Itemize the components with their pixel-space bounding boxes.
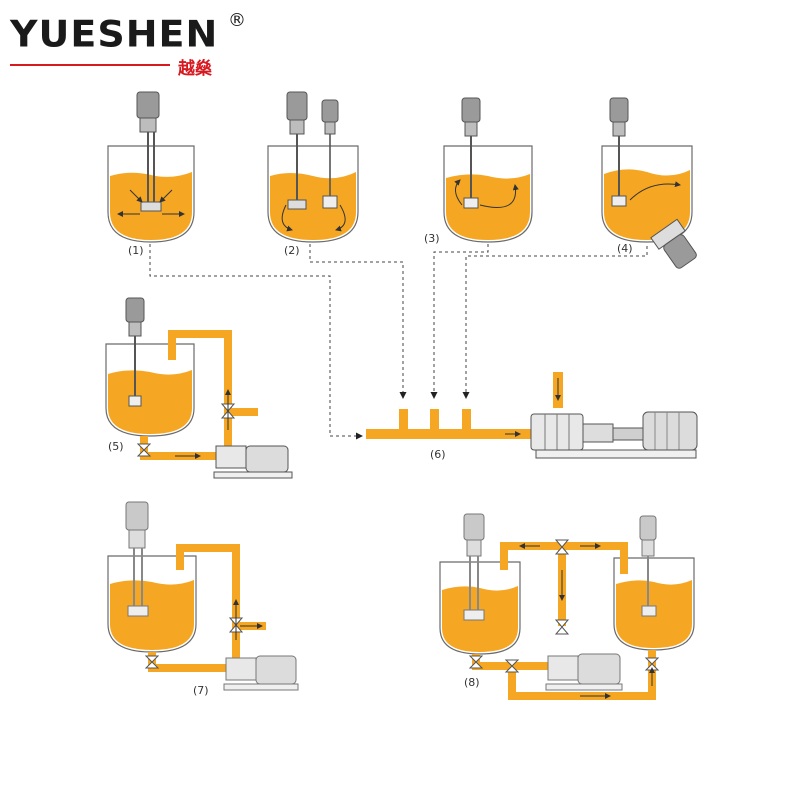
motor-1-mount bbox=[139, 117, 157, 133]
valve-8-top bbox=[554, 539, 570, 555]
pump-motor-7 bbox=[255, 655, 297, 685]
motor-6 bbox=[642, 411, 698, 451]
pump-8 bbox=[547, 655, 579, 681]
label-4: (4) bbox=[617, 242, 633, 255]
label-7: (7) bbox=[193, 684, 209, 697]
impeller-8b bbox=[641, 605, 657, 617]
tank-2-group bbox=[267, 91, 359, 243]
pump-5 bbox=[215, 445, 247, 469]
motor-7 bbox=[125, 501, 149, 531]
label-2: (2) bbox=[284, 244, 300, 257]
pump-motor-5 bbox=[245, 445, 289, 473]
brand-underline bbox=[10, 64, 170, 66]
tank-5-group bbox=[105, 297, 293, 479]
label-8: (8) bbox=[464, 676, 480, 689]
impeller-5 bbox=[128, 395, 142, 407]
label-3: (3) bbox=[424, 232, 440, 245]
manifold-pipe bbox=[366, 429, 531, 439]
pump-motor-8 bbox=[577, 653, 621, 685]
brand-chinese-name: 越燊 bbox=[178, 59, 212, 79]
motor-1 bbox=[136, 91, 160, 119]
bottom-motor-4 bbox=[650, 218, 697, 269]
tank-4-liquid bbox=[604, 169, 690, 240]
impeller-4 bbox=[611, 195, 627, 207]
tank-7-group bbox=[107, 501, 299, 691]
pump-7 bbox=[225, 657, 257, 681]
impeller-1 bbox=[140, 201, 162, 212]
inlet-pipe-b bbox=[430, 409, 439, 429]
tank-4-group bbox=[601, 97, 697, 269]
brand-name: YUESHEN bbox=[10, 13, 219, 55]
motor-8b bbox=[639, 515, 657, 541]
inlet-pipe-a bbox=[399, 409, 408, 429]
motor-2a bbox=[286, 91, 308, 121]
tank-3-group bbox=[443, 97, 533, 243]
motor-4 bbox=[609, 97, 629, 123]
registered-mark: ® bbox=[228, 10, 246, 31]
transfer-pipe-8-top bbox=[500, 542, 628, 574]
outlet-pipe-5 bbox=[228, 408, 258, 416]
tank-1-group bbox=[107, 91, 195, 243]
base-frame-6 bbox=[535, 449, 697, 459]
motor-2b bbox=[321, 99, 339, 123]
valve-8-left bbox=[504, 659, 520, 673]
label-1: (1) bbox=[128, 244, 144, 257]
motor-8a bbox=[463, 513, 485, 541]
system-8-group bbox=[439, 513, 695, 700]
impeller-2b bbox=[322, 195, 338, 209]
impeller-3 bbox=[463, 197, 479, 209]
motor-3 bbox=[461, 97, 481, 123]
tank-2-liquid bbox=[270, 172, 356, 240]
impeller-8a bbox=[463, 609, 485, 621]
label-5: (5) bbox=[108, 440, 124, 453]
inlet-pipe-c bbox=[462, 409, 471, 429]
impeller-2a bbox=[287, 199, 307, 210]
tank-5-liquid bbox=[108, 370, 192, 434]
motor-5 bbox=[125, 297, 145, 323]
tank-7-liquid bbox=[110, 580, 194, 650]
impeller-7 bbox=[127, 605, 149, 617]
manifold-6-group bbox=[366, 372, 698, 459]
valve-8-mid bbox=[554, 619, 570, 635]
label-6: (6) bbox=[430, 448, 446, 461]
brand-logo: YUESHEN ® 越燊 bbox=[10, 8, 250, 79]
dashed-flow-lines bbox=[149, 244, 648, 440]
